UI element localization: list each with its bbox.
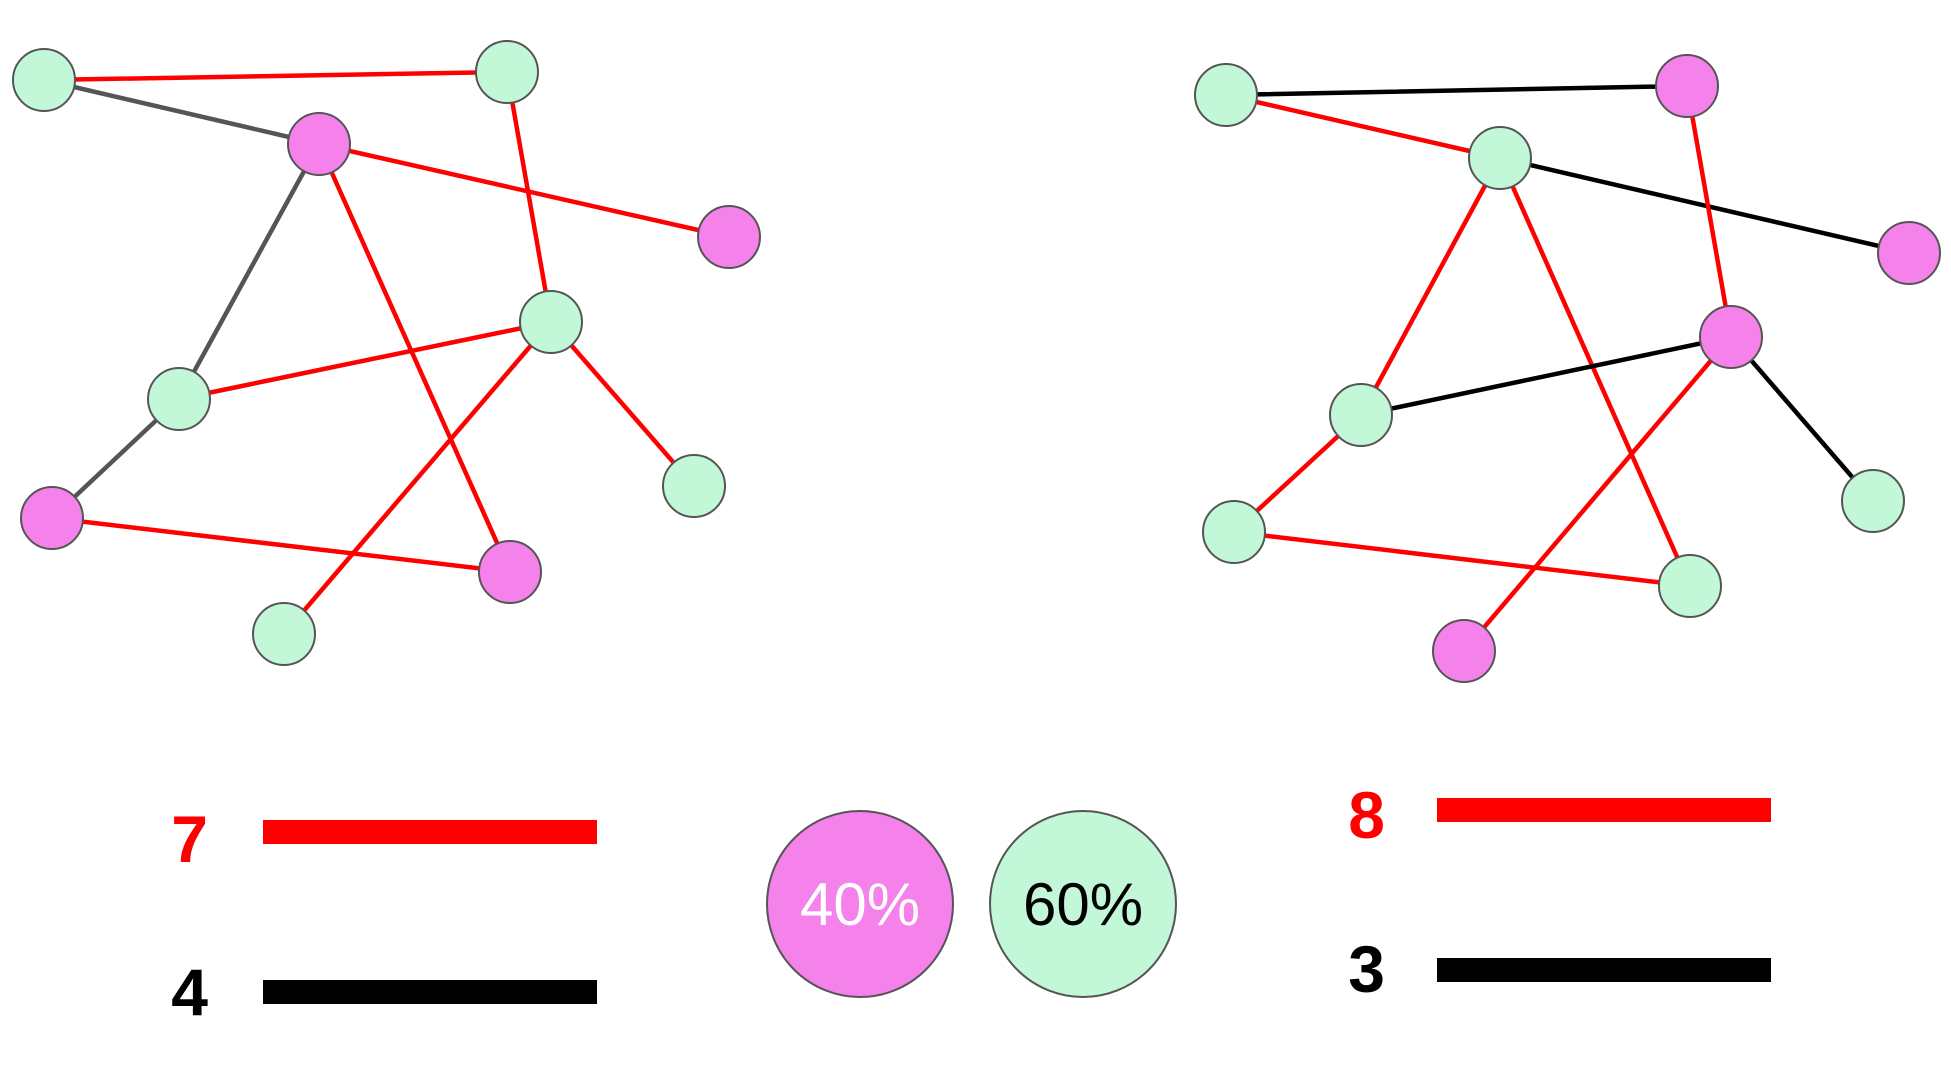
right-edge-a-c-red	[1223, 92, 1503, 161]
left-node-c-magenta	[287, 112, 351, 176]
right-node-i-mint	[1658, 554, 1722, 618]
right-legend: 8 3	[1348, 778, 1771, 1006]
left-edge-c-f-black	[176, 141, 322, 402]
left-node-e-mint	[519, 290, 583, 354]
right-edge-b-e-red	[1684, 83, 1734, 340]
percentage-circles: 40% 60%	[766, 810, 1177, 998]
left-edge-c-d-red	[316, 141, 732, 240]
right-node-a-mint	[1194, 63, 1258, 127]
left-node-j-mint	[252, 602, 316, 666]
left-node-g-mint	[662, 454, 726, 518]
right-edge-a-b-black	[1223, 83, 1690, 98]
left-edge-h-i-red	[49, 515, 513, 575]
right-edge-e-f-black	[1358, 334, 1734, 418]
right-edge-e-j-red	[1461, 334, 1734, 654]
right-node-c-mint	[1468, 126, 1532, 190]
right-node-e-magenta	[1699, 305, 1763, 369]
left-edge-c-i-red	[316, 141, 513, 575]
left-edge-e-f-red	[176, 319, 554, 402]
right-node-h-mint	[1202, 500, 1266, 564]
left-node-d-magenta	[697, 205, 761, 269]
right-red-count: 8	[1348, 778, 1385, 852]
left-node-f-mint	[147, 367, 211, 431]
right-node-f-mint	[1329, 383, 1393, 447]
right-edge-c-d-black	[1497, 155, 1912, 256]
left-edge-b-e-red	[504, 69, 554, 325]
left-black-count: 4	[171, 955, 208, 1029]
magenta-percentage-circle	[766, 810, 954, 998]
right-edge-e-g-black	[1728, 334, 1876, 504]
right-node-j-magenta	[1432, 619, 1496, 683]
right-edge-c-f-red	[1358, 155, 1503, 418]
left-node-h-magenta	[20, 486, 84, 550]
mint-percentage-circle	[989, 810, 1177, 998]
left-graph	[12, 40, 761, 666]
left-node-b-mint	[475, 40, 539, 104]
left-legend: 7 4	[171, 802, 597, 1029]
left-edge-a-c-black	[41, 77, 322, 147]
right-graph	[1194, 54, 1941, 683]
left-edge-e-j-red	[281, 319, 554, 637]
right-black-count: 3	[1348, 932, 1385, 1006]
right-node-b-magenta	[1655, 54, 1719, 118]
right-edge-h-i-red	[1231, 529, 1693, 589]
left-node-a-mint	[12, 48, 76, 112]
right-node-d-magenta	[1877, 221, 1941, 285]
right-node-g-mint	[1841, 469, 1905, 533]
mint-percentage: 60%	[1023, 871, 1143, 938]
right-edge-c-i-red	[1497, 155, 1693, 589]
left-red-count: 7	[171, 802, 208, 876]
left-edge-a-b-red	[41, 69, 510, 83]
left-edge-e-g-red	[548, 319, 697, 489]
left-node-i-magenta	[478, 540, 542, 604]
magenta-percentage: 40%	[800, 871, 920, 938]
